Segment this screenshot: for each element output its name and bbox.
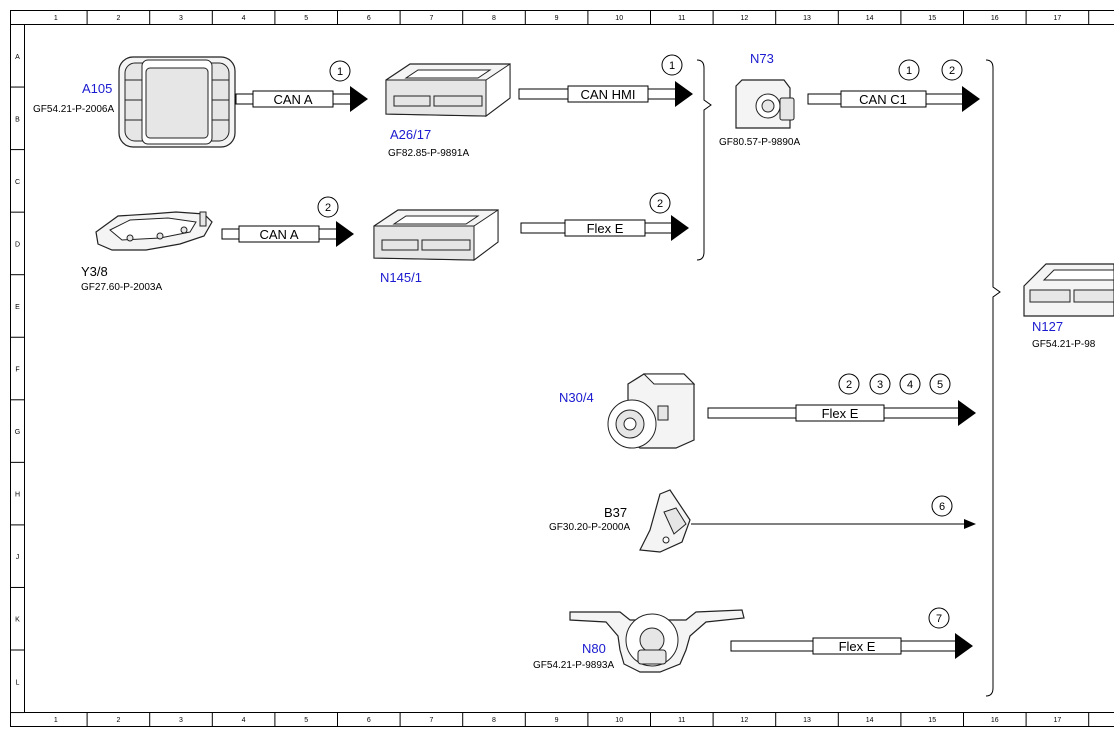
marker-can-c1-1: 1 <box>906 65 912 77</box>
grid-col-top-15: 15 <box>928 15 936 22</box>
grid-row-C: C <box>15 179 20 186</box>
merge-bracket-upper <box>696 59 712 261</box>
grid-col-top-13: 13 <box>803 15 811 22</box>
grid-col-top-7: 7 <box>429 15 433 22</box>
grid-col-bottom-7: 7 <box>429 717 433 724</box>
grid-col-top-14: 14 <box>866 15 874 22</box>
grid-col-bottom-16: 16 <box>991 717 999 724</box>
grid-col-top-16: 16 <box>991 15 999 22</box>
grid-row-D: D <box>15 241 20 248</box>
n127-device-icon <box>1023 263 1114 317</box>
can-c1-label: CAN C1 <box>859 92 907 107</box>
marker-flex-e-2a: 2 <box>846 379 852 391</box>
can-a-label-2: CAN A <box>259 227 298 242</box>
b37-label: B37 <box>604 505 627 520</box>
y3-8-device-icon <box>95 211 213 251</box>
grid-col-bottom-15: 15 <box>928 717 936 724</box>
n80-label: N80 <box>582 641 606 656</box>
grid-col-bottom-8: 8 <box>492 717 496 724</box>
grid-rows-left: A B C D E F G H J K L <box>10 54 25 714</box>
grid-col-top-11: 11 <box>678 15 685 22</box>
sheet-frame <box>10 10 1114 727</box>
marker-b37: 6 <box>939 501 945 513</box>
marker-flex-e-3: 7 <box>936 613 942 625</box>
grid-col-bottom-6: 6 <box>367 717 371 724</box>
flex-e-label-1: Flex E <box>587 221 624 236</box>
marker-can-a-2: 2 <box>325 202 331 214</box>
grid-row-H: H <box>15 492 20 499</box>
grid-col-top-12: 12 <box>741 15 749 22</box>
grid-col-bottom-12: 12 <box>741 717 749 724</box>
n145-1-device-icon <box>373 209 499 261</box>
grid-col-bottom-11: 11 <box>678 717 685 724</box>
n80-ref: GF54.21-P-9893A <box>533 660 614 671</box>
grid-col-top-2: 2 <box>116 15 120 22</box>
grid-col-top-5: 5 <box>304 15 308 22</box>
n73-ref: GF80.57-P-9890A <box>719 137 800 148</box>
n127-label: N127 <box>1032 319 1063 334</box>
n145-1-label: N145/1 <box>380 270 422 285</box>
grid-row-B: B <box>15 116 20 123</box>
marker-flex-e-2d: 5 <box>937 379 943 391</box>
merge-bracket-main <box>985 59 1001 697</box>
grid-col-top-4: 4 <box>242 15 246 22</box>
n73-label: N73 <box>750 51 774 66</box>
grid-col-top-9: 9 <box>555 15 559 22</box>
a105-label: A105 <box>82 81 112 96</box>
n30-4-label: N30/4 <box>559 390 594 405</box>
grid-row-A: A <box>15 54 20 61</box>
flex-e-label-3: Flex E <box>839 639 876 654</box>
grid-row-G: G <box>15 429 20 436</box>
grid-row-K: K <box>15 617 20 624</box>
grid-col-top-8: 8 <box>492 15 496 22</box>
grid-col-top-6: 6 <box>367 15 371 22</box>
marker-can-a-1: 1 <box>337 66 343 78</box>
b37-device-icon <box>639 489 691 553</box>
marker-flex-e-2b: 3 <box>877 379 883 391</box>
grid-col-bottom-13: 13 <box>803 717 811 724</box>
b37-ref: GF30.20-P-2000A <box>549 522 630 533</box>
a26-17-device-icon <box>385 63 511 117</box>
n80-device-icon <box>569 609 745 673</box>
grid-col-bottom-4: 4 <box>242 717 246 724</box>
grid-row-F: F <box>15 367 19 374</box>
marker-can-c1-2: 2 <box>949 65 955 77</box>
y3-8-label: Y3/8 <box>81 264 108 279</box>
a26-17-ref: GF82.85-P-9891A <box>388 148 469 159</box>
marker-can-hmi-1: 1 <box>669 60 675 72</box>
grid-col-bottom-5: 5 <box>304 717 308 724</box>
grid-col-bottom-17: 17 <box>1054 717 1062 724</box>
can-a-label-1: CAN A <box>273 92 312 107</box>
grid-col-bottom-3: 3 <box>179 717 183 724</box>
can-hmi-label: CAN HMI <box>581 87 636 102</box>
y3-8-ref: GF27.60-P-2003A <box>81 282 162 293</box>
marker-flex-e-1: 2 <box>657 198 663 210</box>
grid-col-top-10: 10 <box>615 15 623 22</box>
grid-col-top-1: 1 <box>54 15 58 22</box>
n127-ref: GF54.21-P-98 <box>1032 339 1096 350</box>
grid-row-J: J <box>16 554 20 561</box>
n73-device-icon <box>735 79 795 129</box>
n30-4-device-icon <box>607 373 696 449</box>
marker-flex-e-2c: 4 <box>907 379 913 391</box>
grid-col-top-17: 17 <box>1054 15 1062 22</box>
a105-ref: GF54.21-P-2006A <box>33 104 114 115</box>
grid-row-L: L <box>16 679 20 686</box>
grid-col-bottom-2: 2 <box>116 717 120 724</box>
grid-col-bottom-1: 1 <box>54 717 58 724</box>
grid-col-bottom-9: 9 <box>555 717 559 724</box>
grid-row-E: E <box>15 304 20 311</box>
grid-col-bottom-14: 14 <box>866 717 874 724</box>
a26-17-label: A26/17 <box>390 127 431 142</box>
a105-device-icon <box>118 56 236 148</box>
grid-col-bottom-10: 10 <box>615 717 623 724</box>
flex-e-label-2: Flex E <box>822 406 859 421</box>
grid-col-top-3: 3 <box>179 15 183 22</box>
